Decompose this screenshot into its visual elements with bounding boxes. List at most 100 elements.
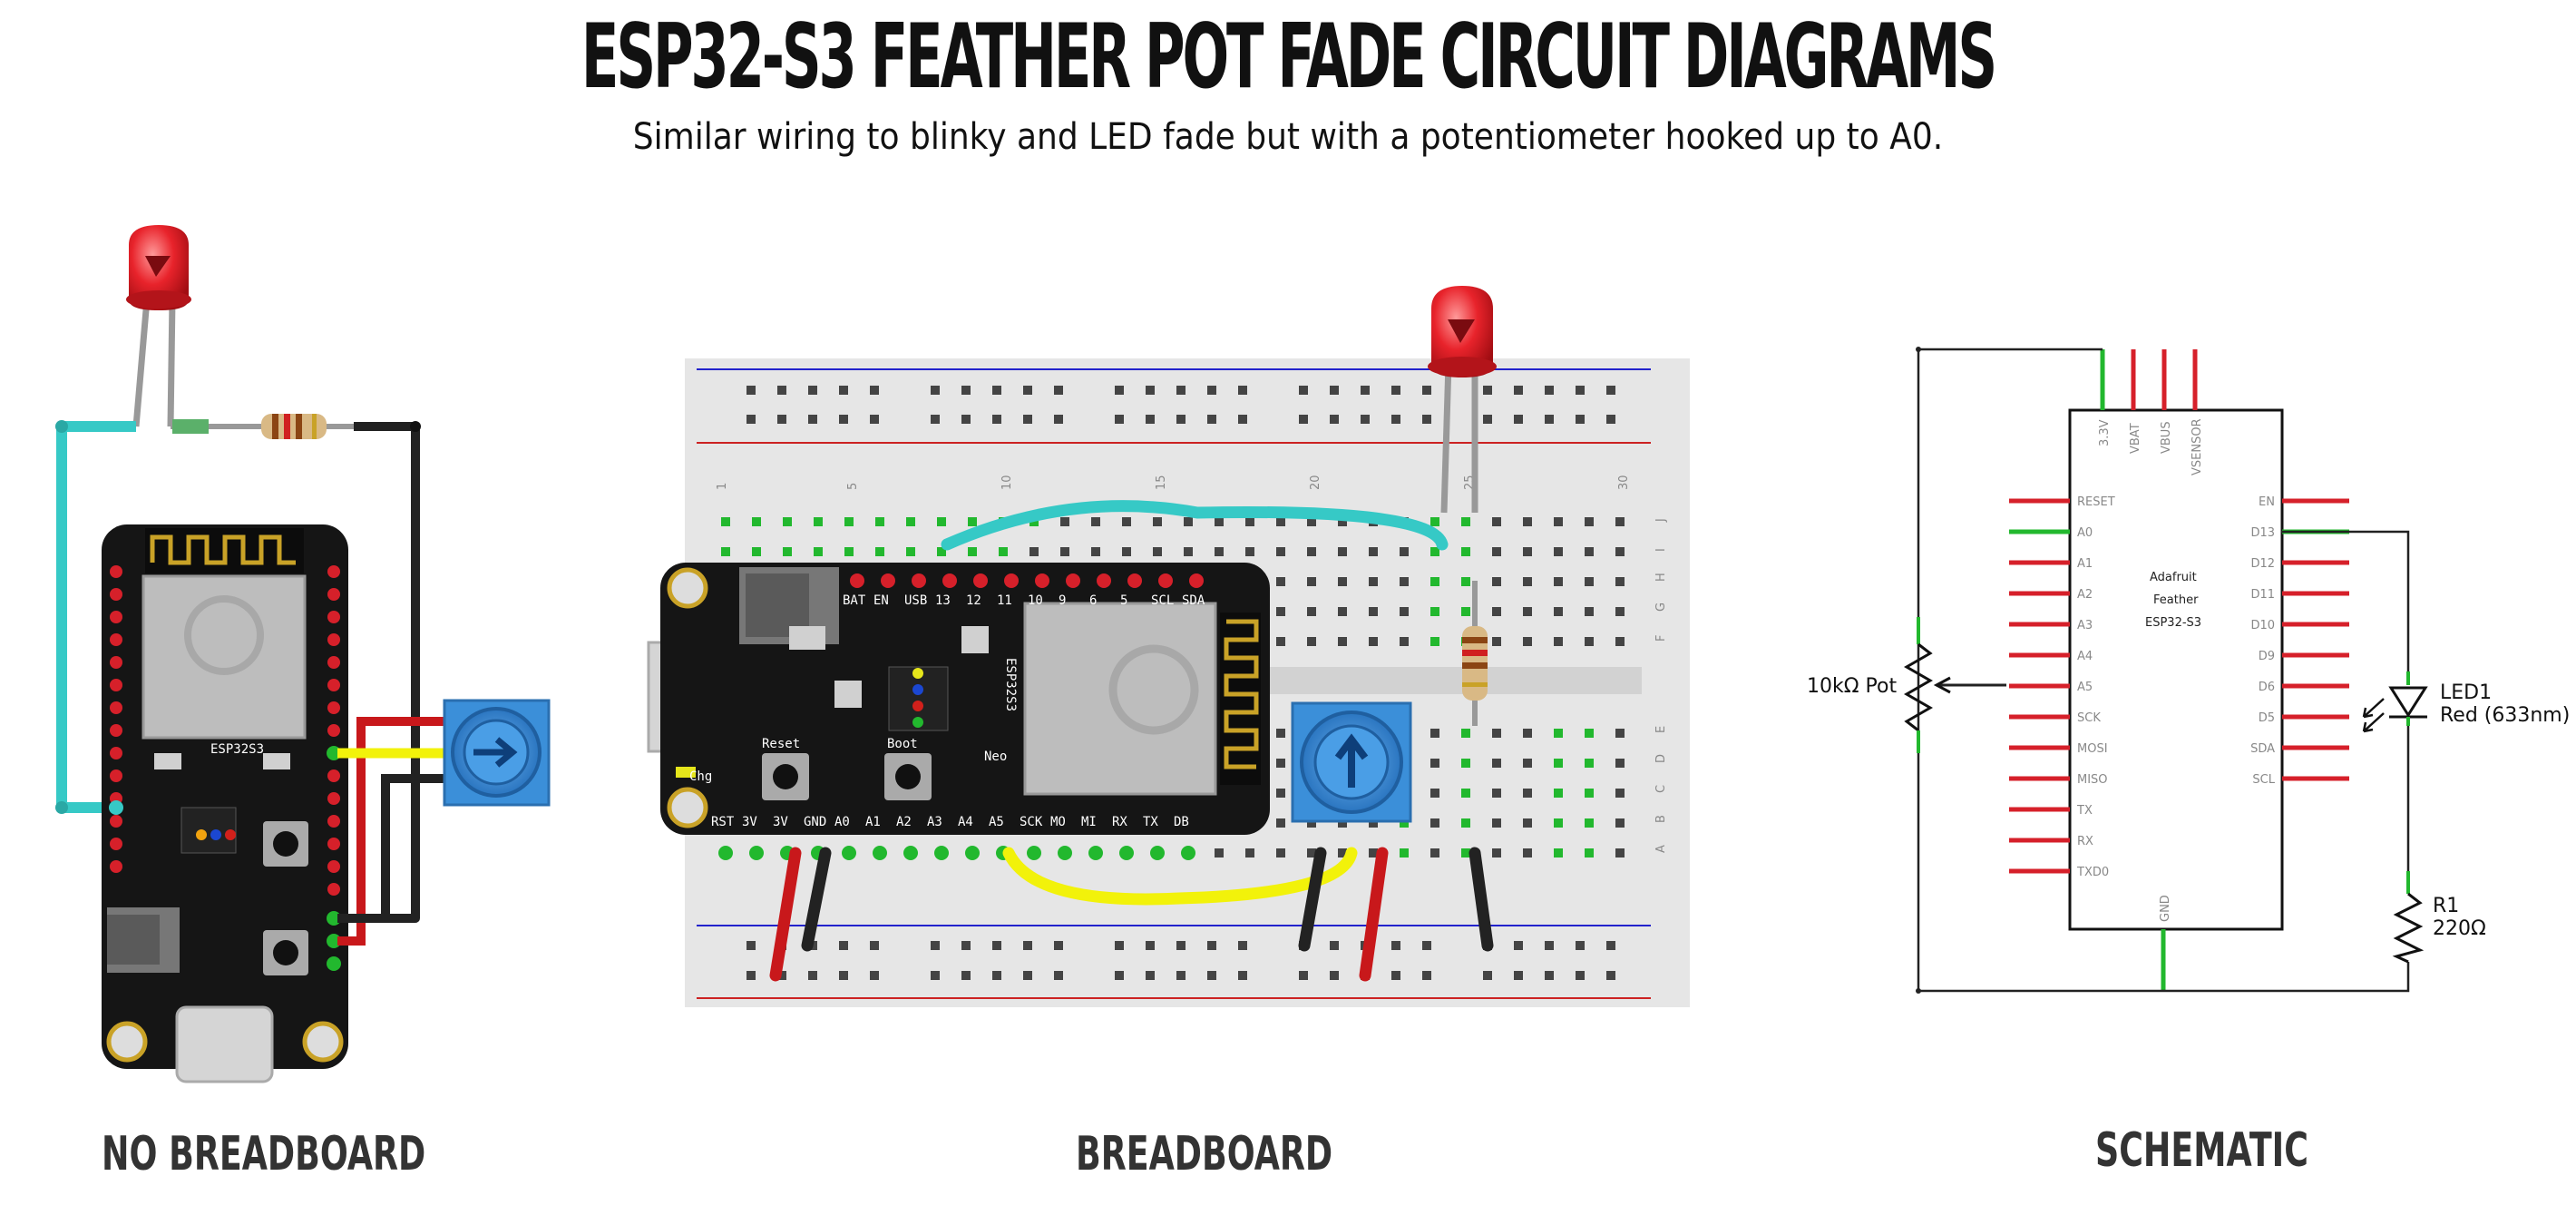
pin-3v3: 3.3V [2098,419,2112,446]
rail-hole [1422,971,1431,980]
rail-hole [1207,941,1216,950]
schematic-right-pin-label: EN [2259,495,2275,509]
breadboard-hole [1585,789,1594,798]
breadboard-hole [1492,818,1501,828]
breadboard-hole [1369,818,1378,828]
feather-bottom-pin-label: GND [804,815,826,829]
rail-hole [1606,971,1615,980]
bb-row-b: B [1654,815,1668,823]
breadboard-hole [1369,577,1378,586]
schematic-right-pin-label: D13 [2250,526,2275,540]
feather-pin [965,846,980,860]
breadboard-hole [1307,637,1316,646]
rail-hole [1606,386,1615,395]
feather-top-pin-label: SCL [1151,593,1174,608]
feather-top-pin-label: USB [904,593,927,608]
rail-hole [1146,415,1155,424]
rail-hole [1606,415,1615,424]
bb-row-f: F [1654,635,1668,642]
schematic-right-pin-label: D11 [2250,588,2275,602]
bb-col-30: 30 [1617,475,1631,490]
rail-hole [992,415,1001,424]
rail-hole [1514,386,1523,395]
bb-row-d: D [1654,754,1668,763]
rail-hole [1422,386,1431,395]
feather-top-pin-label: 5 [1120,593,1127,608]
chip-label-2: Feather [2153,593,2199,607]
schematic-left-pin-label: A4 [2077,650,2093,663]
breadboard-hole [1554,637,1563,646]
breadboard-hole [1492,547,1501,556]
breadboard-hole [1585,818,1594,828]
breadboard-hole [1400,607,1409,616]
rail-hole [1238,415,1247,424]
breadboard-hole [1585,517,1594,526]
breadboard-hole [1430,848,1439,858]
rail-hole [746,971,756,980]
schematic-right-pin-label: D9 [2259,650,2275,663]
breadboard-hole [1523,729,1532,738]
rail-hole [1146,971,1155,980]
breadboard-hole [1554,607,1563,616]
rail-hole [1576,415,1585,424]
breadboard-hole [1029,547,1039,556]
feather-pin [1158,573,1173,588]
breadboard-hole [1554,818,1563,828]
rail-hole [1606,941,1615,950]
feather-pin [1027,846,1041,860]
breadboard-hole [1338,517,1347,526]
breadboard-hole [721,547,730,556]
breadboard-hole [1492,517,1501,526]
breadboard-hole [1215,848,1224,858]
breadboard-hole [937,547,946,556]
breadboard-hole [1554,517,1563,526]
chip-label-3: ESP32-S3 [2145,616,2201,630]
potentiometer-no-breadboard [443,699,551,807]
feather-pin [850,573,864,588]
breadboard-hole [1585,729,1594,738]
breadboard-hole [1276,607,1285,616]
label-breadboard: BREADBOARD [1076,1127,1333,1181]
feather-bottom-pin-label: 3V [773,815,788,829]
breadboard-hole [875,547,884,556]
breadboard-hole [1585,577,1594,586]
pin-vbus: VBUS [2160,421,2173,454]
schematic-led: LED1 Red (633nm) [2362,671,2570,733]
breadboard-hole [1430,729,1439,738]
feather-label-boot: Boot [887,737,918,751]
feather-pin [942,573,957,588]
breadboard-hole [1400,577,1409,586]
feather-bottom-pin-label: RST [711,815,735,829]
resistor-no-breadboard [171,414,354,439]
feather-bottom-pin-label: DB [1174,815,1189,829]
feather-label-chg: Chg [689,769,712,784]
rail-hole [931,941,940,950]
rail-hole [961,941,971,950]
breadboard-hole [1430,547,1439,556]
rail-hole [1054,941,1063,950]
feather-top-pin-label: 11 [997,593,1012,608]
rail-hole [961,971,971,980]
rail-hole [1545,386,1554,395]
rail-hole [1391,415,1400,424]
label-schematic: SCHEMATIC [2095,1123,2308,1178]
breadboard-hole [1091,547,1100,556]
rail-hole [1330,941,1339,950]
breadboard-hole [1430,577,1439,586]
breadboard-hole [1461,818,1470,828]
breadboard-hole [1554,848,1563,858]
breadboard-hole [1615,789,1625,798]
breadboard-hole [1307,848,1316,858]
feather-pin [881,573,895,588]
breadboard-hole [1523,637,1532,646]
breadboard-hole [1091,517,1100,526]
breadboard-hole [1461,848,1470,858]
rail-hole [1207,971,1216,980]
schematic-left-pin-label: RX [2077,835,2093,848]
feather-pin [1004,573,1019,588]
breadboard-hole [1245,848,1254,858]
breadboard-hole [1430,818,1439,828]
